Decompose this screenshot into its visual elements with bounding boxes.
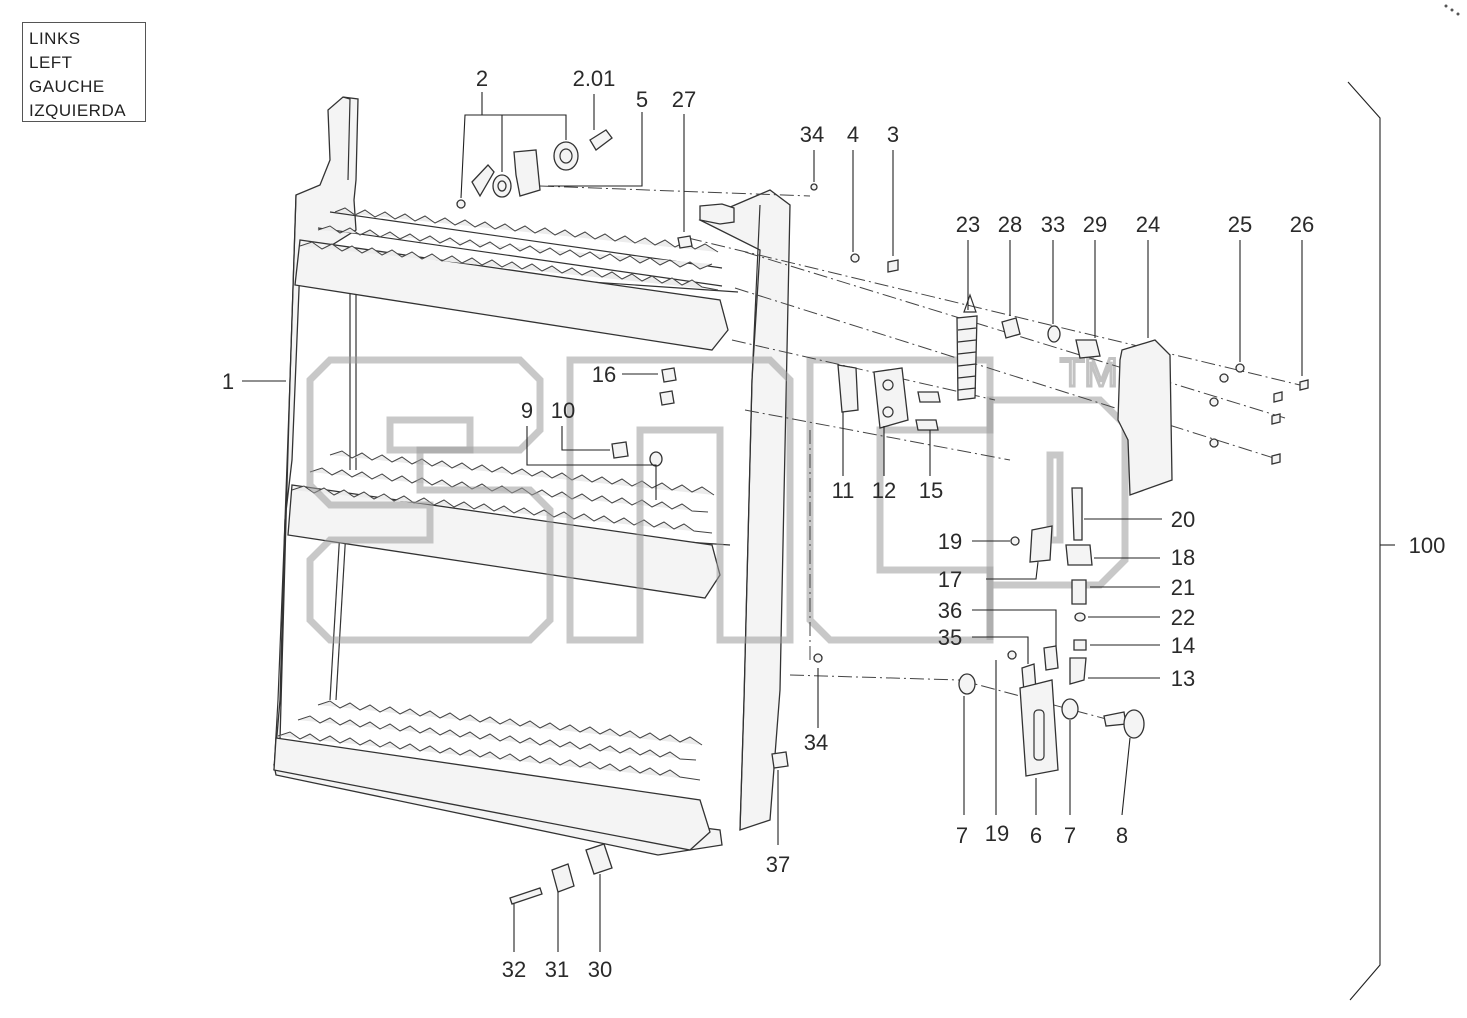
callout-36: 36	[938, 598, 962, 623]
callout-31: 31	[545, 957, 569, 982]
assembly-bracket	[1347, 81, 1381, 1001]
side-label-left: LEFT	[29, 53, 73, 72]
callout-19-upper: 19	[938, 529, 962, 554]
callout-20: 20	[1171, 507, 1195, 532]
callout-34-bottom: 34	[804, 730, 828, 755]
callout-30: 30	[588, 957, 612, 982]
callout-37: 37	[766, 852, 790, 877]
callout-15: 15	[919, 478, 943, 503]
callout-21: 21	[1171, 575, 1195, 600]
side-label-links: LINKS	[29, 29, 81, 48]
callout-24: 24	[1136, 212, 1160, 237]
callout-12: 12	[872, 478, 896, 503]
callout-9: 9	[521, 398, 533, 423]
callout-17: 17	[938, 567, 962, 592]
callout-7-right: 7	[1064, 823, 1076, 848]
callout-3: 3	[887, 122, 899, 147]
callout-29: 29	[1083, 212, 1107, 237]
callout-27: 27	[672, 87, 696, 112]
callout-18: 18	[1171, 545, 1195, 570]
side-label-izquierda: IZQUIERDA	[29, 101, 127, 120]
right-hardware	[509, 183, 1309, 905]
side-designation-box: LINKS LEFT GAUCHE IZQUIERDA	[22, 22, 146, 122]
callout-4: 4	[847, 122, 859, 147]
callout-19-lower: 19	[985, 821, 1009, 846]
callout-5: 5	[636, 87, 648, 112]
callout-26: 26	[1290, 212, 1314, 237]
callout-35: 35	[938, 625, 962, 650]
callout-2: 2	[476, 66, 488, 91]
callout-11: 11	[832, 478, 855, 503]
callout-100: 100	[1409, 533, 1446, 558]
callout-28: 28	[998, 212, 1022, 237]
callout-23: 23	[956, 212, 980, 237]
callout-33: 33	[1041, 212, 1065, 237]
callout-32: 32	[502, 957, 526, 982]
leader-lines	[242, 92, 1303, 952]
callout-labels: 2 2.01 5 27 34 4 3 23 28 33 29 24 25 26 …	[222, 66, 1445, 982]
callout-7-left: 7	[956, 823, 968, 848]
corner-mark	[1444, 4, 1460, 16]
callout-22: 22	[1171, 605, 1195, 630]
callout-25: 25	[1228, 212, 1252, 237]
step-ladder-frame	[273, 96, 791, 856]
callout-2-01: 2.01	[573, 66, 616, 91]
watermark-logo: TM	[306, 350, 1129, 644]
callout-10: 10	[551, 398, 575, 423]
callout-13: 13	[1171, 666, 1195, 691]
lock-assembly	[456, 129, 613, 209]
callout-14: 14	[1171, 633, 1195, 658]
side-label-gauche: GAUCHE	[29, 77, 105, 96]
callout-8: 8	[1116, 823, 1128, 848]
callout-1: 1	[222, 369, 234, 394]
callout-34-top: 34	[800, 122, 824, 147]
callout-6: 6	[1030, 823, 1042, 848]
callout-16: 16	[592, 362, 616, 387]
